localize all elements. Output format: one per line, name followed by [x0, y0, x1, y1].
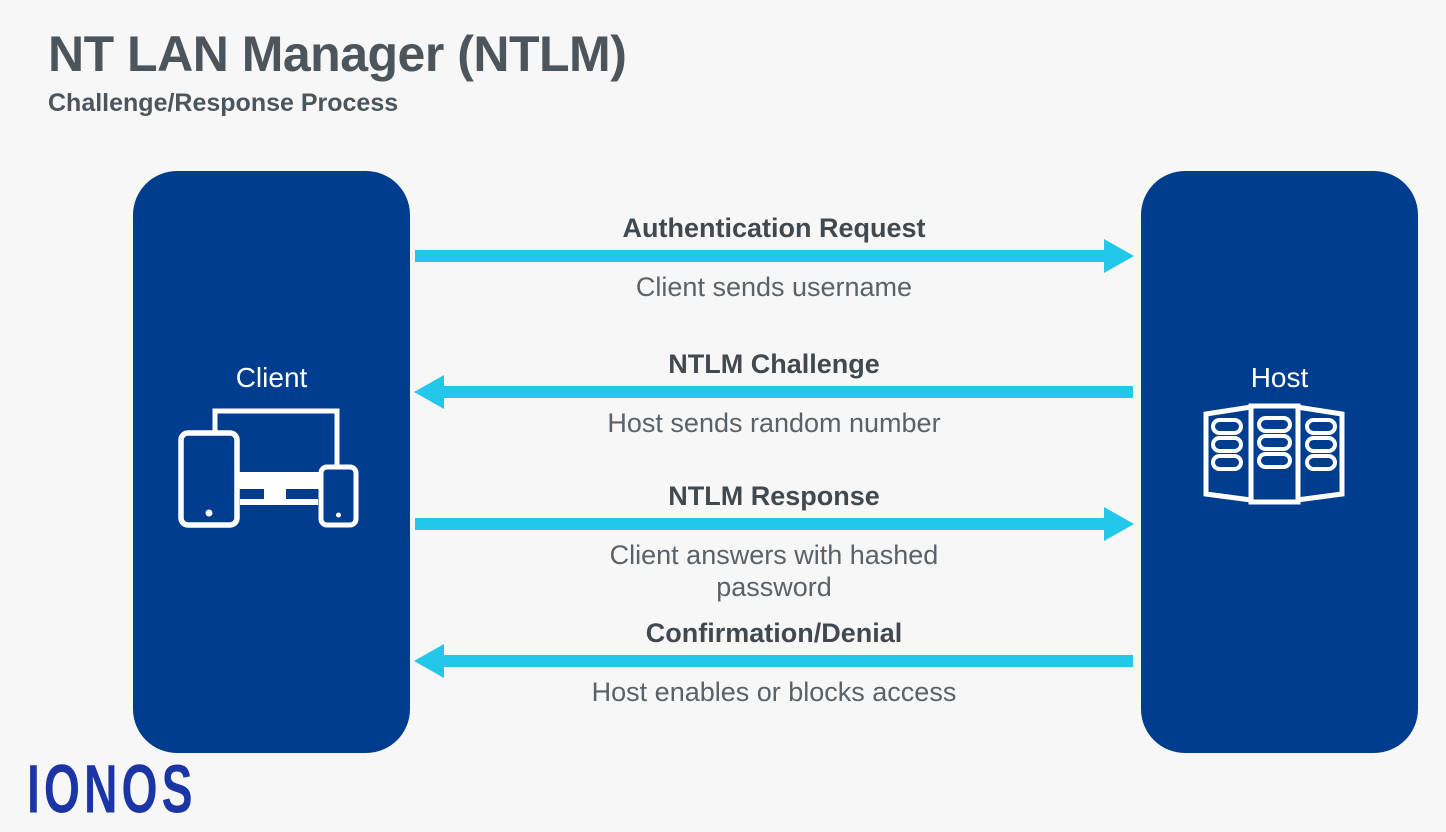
flow-arrow-left-icon — [444, 655, 1133, 667]
ionos-logo: IONOS — [27, 751, 197, 828]
flow-arrow-right-icon — [415, 518, 1104, 530]
flow-arrow-right-icon — [415, 250, 1104, 262]
client-devices-icon — [178, 408, 359, 528]
message-description: Host sends random number — [607, 408, 941, 438]
message-authentication-request: Authentication Request Client sends user… — [415, 213, 1133, 303]
page-subtitle: Challenge/Response Process — [48, 89, 399, 117]
message-description: Client sends username — [635, 272, 913, 302]
page-title: NT LAN Manager (NTLM) — [48, 26, 627, 82]
message-title: NTLM Response — [668, 481, 880, 511]
message-description: Host enables or blocks access — [591, 677, 957, 707]
message-description: Client answers with hashed password — [609, 540, 939, 602]
message-ntlm-response: NTLM Response Client answers with hashed… — [415, 481, 1133, 603]
host-servers-icon — [1203, 403, 1345, 505]
message-title: Confirmation/Denial — [645, 618, 903, 648]
message-confirmation-denial: Confirmation/Denial Host enables or bloc… — [415, 618, 1133, 708]
client-label: Client — [235, 362, 308, 393]
message-title: Authentication Request — [622, 213, 926, 243]
message-title: NTLM Challenge — [668, 349, 880, 379]
message-ntlm-challenge: NTLM Challenge Host sends random number — [415, 349, 1133, 439]
host-label: Host — [1250, 362, 1309, 393]
flow-arrow-left-icon — [444, 386, 1133, 398]
